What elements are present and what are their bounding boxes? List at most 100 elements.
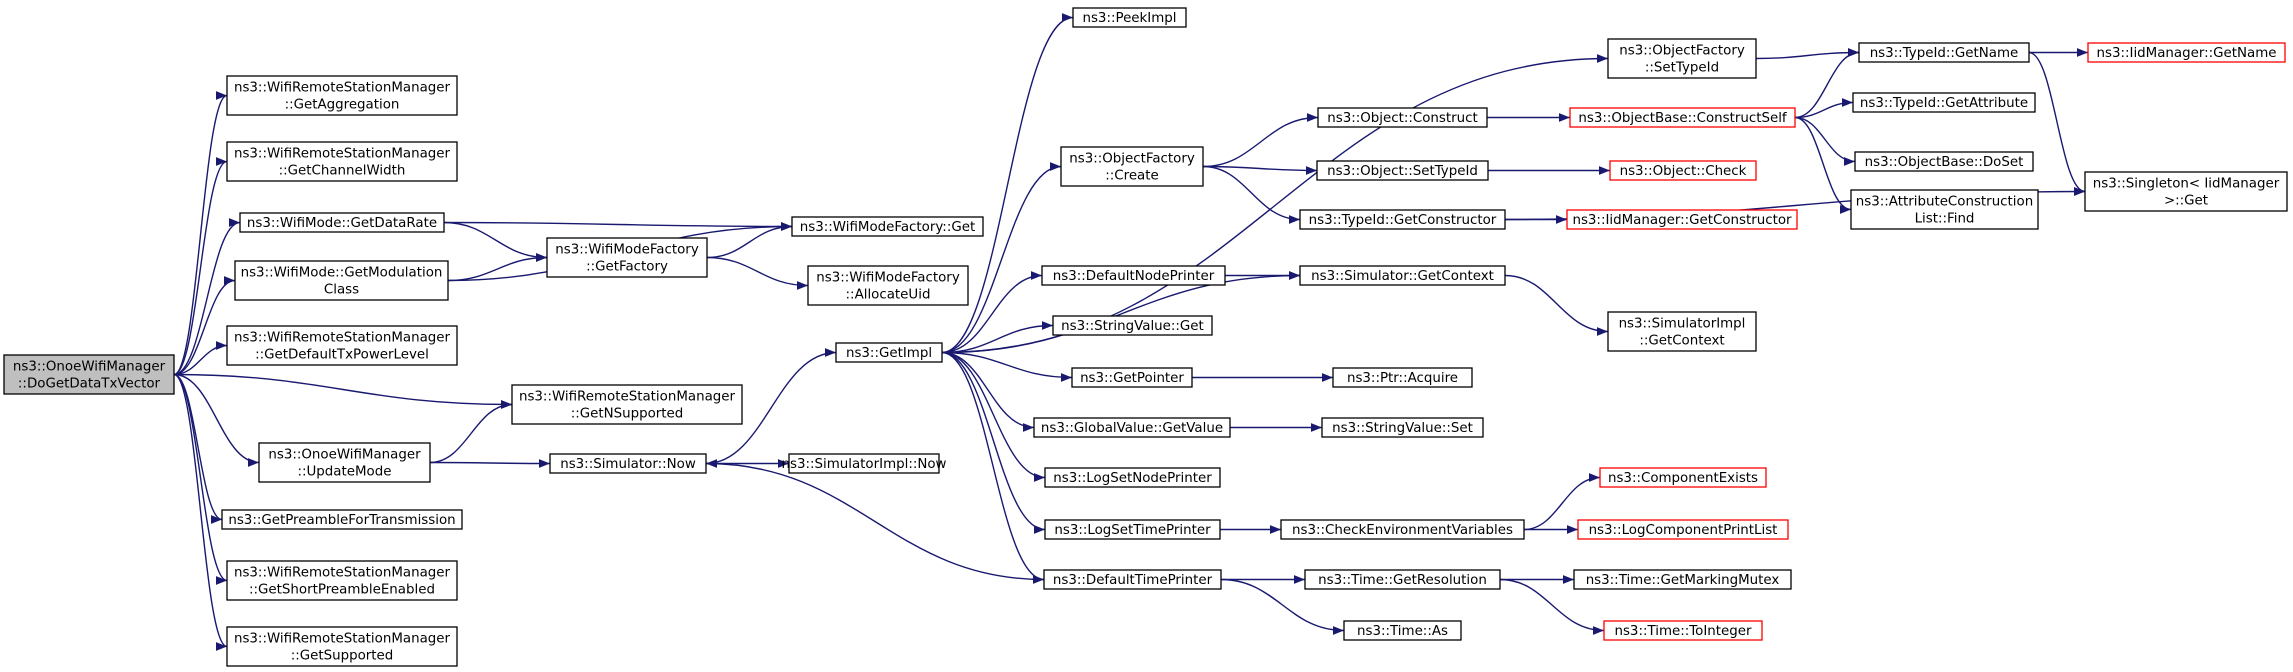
node-label: ns3::WifiRemoteStationManager — [234, 566, 451, 581]
node-iid-get-constructor[interactable]: ns3::IidManager::GetConstructor — [1566, 209, 1798, 230]
node-label: ns3::WifiRemoteStationManager — [519, 390, 736, 405]
node-label: ns3::PeekImpl — [1082, 11, 1176, 26]
node-label: ns3::Object::Check — [1620, 164, 1747, 179]
node-label: List::Find — [1915, 212, 1975, 227]
node-type-id-get-name[interactable]: ns3::TypeId::GetName — [1858, 42, 2030, 63]
node-wifi-mode-factory-get-factory[interactable]: ns3::WifiModeFactory::GetFactory — [546, 237, 708, 278]
node-peek-impl[interactable]: ns3::PeekImpl — [1072, 7, 1187, 28]
node-object-check[interactable]: ns3::Object::Check — [1609, 160, 1757, 181]
node-get-data-rate[interactable]: ns3::WifiMode::GetDataRate — [239, 212, 445, 233]
node-label: ::Create — [1105, 169, 1159, 184]
node-check-env-vars[interactable]: ns3::CheckEnvironmentVariables — [1280, 519, 1525, 540]
node-box — [1044, 467, 1221, 488]
node-allocate-uid[interactable]: ns3::WifiModeFactory::AllocateUid — [807, 265, 969, 306]
node-label: ns3::IidManager::GetName — [2096, 46, 2276, 61]
node-get-preamble[interactable]: ns3::GetPreambleForTransmission — [221, 509, 463, 530]
node-get-short-preamble[interactable]: ns3::WifiRemoteStationManager::GetShortP… — [226, 560, 458, 601]
node-box — [1280, 519, 1525, 540]
node-type-id-get-attribute[interactable]: ns3::TypeId::GetAttribute — [1852, 92, 2036, 113]
node-time-to-integer[interactable]: ns3::Time::ToInteger — [1603, 620, 1763, 641]
node-get-nsupported[interactable]: ns3::WifiRemoteStationManager::GetNSuppo… — [511, 384, 743, 425]
node-get-default-tx-power-level[interactable]: ns3::WifiRemoteStationManager::GetDefaul… — [226, 325, 458, 366]
node-label: ns3::Time::GetMarkingMutex — [1586, 573, 1780, 588]
node-string-value-get[interactable]: ns3::StringValue::Get — [1052, 315, 1213, 336]
node-get-supported[interactable]: ns3::WifiRemoteStationManager::GetSuppor… — [226, 626, 458, 667]
node-object-construct[interactable]: ns3::Object::Construct — [1317, 107, 1488, 128]
node-global-value-get-value[interactable]: ns3::GlobalValue::GetValue — [1033, 417, 1231, 438]
edge-root-to-get-modulation-class — [173, 276, 236, 376]
node-label: ns3::WifiRemoteStationManager — [234, 147, 451, 162]
node-label: ::SetTypeId — [1645, 61, 1719, 76]
node-label: ns3::StringValue::Get — [1061, 319, 1204, 334]
node-object-set-type-id[interactable]: ns3::Object::SetTypeId — [1316, 160, 1489, 181]
node-default-time-printer[interactable]: ns3::DefaultTimePrinter — [1043, 569, 1222, 590]
edge-root-to-get-channel-width — [173, 157, 228, 376]
node-get-channel-width[interactable]: ns3::WifiRemoteStationManager::GetChanne… — [226, 141, 458, 182]
node-get-pointer[interactable]: ns3::GetPointer — [1071, 367, 1193, 388]
node-get-impl[interactable]: ns3::GetImpl — [835, 342, 943, 363]
node-label: ::GetDefaultTxPowerLevel — [255, 348, 429, 363]
node-string-value-set[interactable]: ns3::StringValue::Set — [1321, 417, 1484, 438]
node-object-factory-set-type-id[interactable]: ns3::ObjectFactory::SetTypeId — [1607, 38, 1757, 79]
node-box — [234, 260, 449, 301]
node-time-as[interactable]: ns3::Time::As — [1343, 620, 1462, 641]
node-box — [546, 237, 708, 278]
node-label: ns3::WifiModeFactory — [816, 271, 960, 286]
node-type-id-get-constructor[interactable]: ns3::TypeId::GetConstructor — [1299, 209, 1506, 230]
node-label: ns3::WifiRemoteStationManager — [234, 331, 451, 346]
node-object-base-do-set[interactable]: ns3::ObjectBase::DoSet — [1854, 151, 2034, 172]
node-construct-self[interactable]: ns3::ObjectBase::ConstructSelf — [1569, 107, 1796, 128]
edge-simulator-now-to-get-impl — [705, 348, 837, 465]
edge-root-to-get-default-tx-power-level — [173, 341, 228, 376]
node-label: ns3::AttributeConstruction — [1856, 195, 2033, 210]
node-time-get-marking-mutex[interactable]: ns3::Time::GetMarkingMutex — [1573, 569, 1792, 590]
edge-time-get-resolution-to-time-to-integer — [1499, 578, 1605, 635]
node-log-set-time-printer[interactable]: ns3::LogSetTimePrinter — [1044, 519, 1221, 540]
node-label: ::GetNSupported — [571, 407, 684, 422]
node-box — [1603, 620, 1763, 641]
node-log-component-print-list[interactable]: ns3::LogComponentPrintList — [1577, 519, 1789, 540]
node-label: ns3::GlobalValue::GetValue — [1041, 421, 1223, 436]
node-ptr-acquire[interactable]: ns3::Ptr::Acquire — [1332, 367, 1473, 388]
edge-object-factory-create-to-object-construct — [1202, 113, 1319, 168]
node-object-factory-create[interactable]: ns3::ObjectFactory::Create — [1060, 146, 1204, 187]
edge-object-factory-create-to-object-set-type-id — [1202, 165, 1318, 175]
node-default-node-printer[interactable]: ns3::DefaultNodePrinter — [1041, 265, 1226, 286]
edge-root-to-update-mode — [173, 373, 260, 467]
node-simulator-now[interactable]: ns3::Simulator::Now — [549, 453, 707, 474]
node-simulator-impl-now[interactable]: ns3::SimulatorImpl::Now — [781, 453, 947, 474]
node-label: ns3::StringValue::Set — [1332, 421, 1473, 436]
edge-root-to-get-preamble — [173, 373, 223, 524]
node-get-aggregation[interactable]: ns3::WifiRemoteStationManager::GetAggreg… — [226, 75, 458, 116]
node-box — [3, 354, 175, 395]
node-wifi-mode-factory-get[interactable]: ns3::WifiModeFactory::Get — [791, 216, 984, 237]
call-nodes: ns3::OnoeWifiManager::DoGetDataTxVectorn… — [3, 7, 2288, 667]
node-simulator-get-context[interactable]: ns3::Simulator::GetContext — [1299, 265, 1506, 286]
node-label: ns3::GetImpl — [846, 346, 932, 361]
node-update-mode[interactable]: ns3::OnoeWifiManager::UpdateMode — [258, 442, 431, 483]
node-box — [1854, 151, 2034, 172]
node-time-get-resolution[interactable]: ns3::Time::GetResolution — [1304, 569, 1501, 590]
node-box — [1041, 265, 1226, 286]
node-box — [549, 453, 707, 474]
node-label: ns3::SimulatorImpl — [1619, 317, 1746, 332]
node-box — [1599, 467, 1767, 488]
node-component-exists[interactable]: ns3::ComponentExists — [1599, 467, 1767, 488]
node-label: ns3::WifiMode::GetModulation — [241, 266, 443, 281]
edge-default-time-printer-to-simulator-now — [705, 459, 1045, 581]
edge-get-impl-to-log-set-node-printer — [941, 351, 1046, 482]
node-label: ns3::WifiRemoteStationManager — [234, 632, 451, 647]
edge-object-factory-create-to-type-id-get-constructor — [1202, 165, 1301, 224]
edge-construct-self-to-attr-construction-list-find — [1794, 116, 1852, 214]
node-box — [1317, 107, 1488, 128]
node-singleton-get[interactable]: ns3::Singleton< IidManager >::Get — [2084, 171, 2288, 212]
node-root: ns3::OnoeWifiManager::DoGetDataTxVector — [3, 354, 175, 395]
node-label: ns3::WifiModeFactory::Get — [800, 220, 975, 235]
node-simulator-impl-get-context[interactable]: ns3::SimulatorImpl::GetContext — [1607, 311, 1757, 352]
node-label: ns3::ObjectFactory — [1069, 152, 1195, 167]
node-iid-get-name[interactable]: ns3::IidManager::GetName — [2087, 42, 2286, 63]
node-log-set-node-printer[interactable]: ns3::LogSetNodePrinter — [1044, 467, 1221, 488]
node-label: ns3::DefaultTimePrinter — [1053, 573, 1213, 588]
